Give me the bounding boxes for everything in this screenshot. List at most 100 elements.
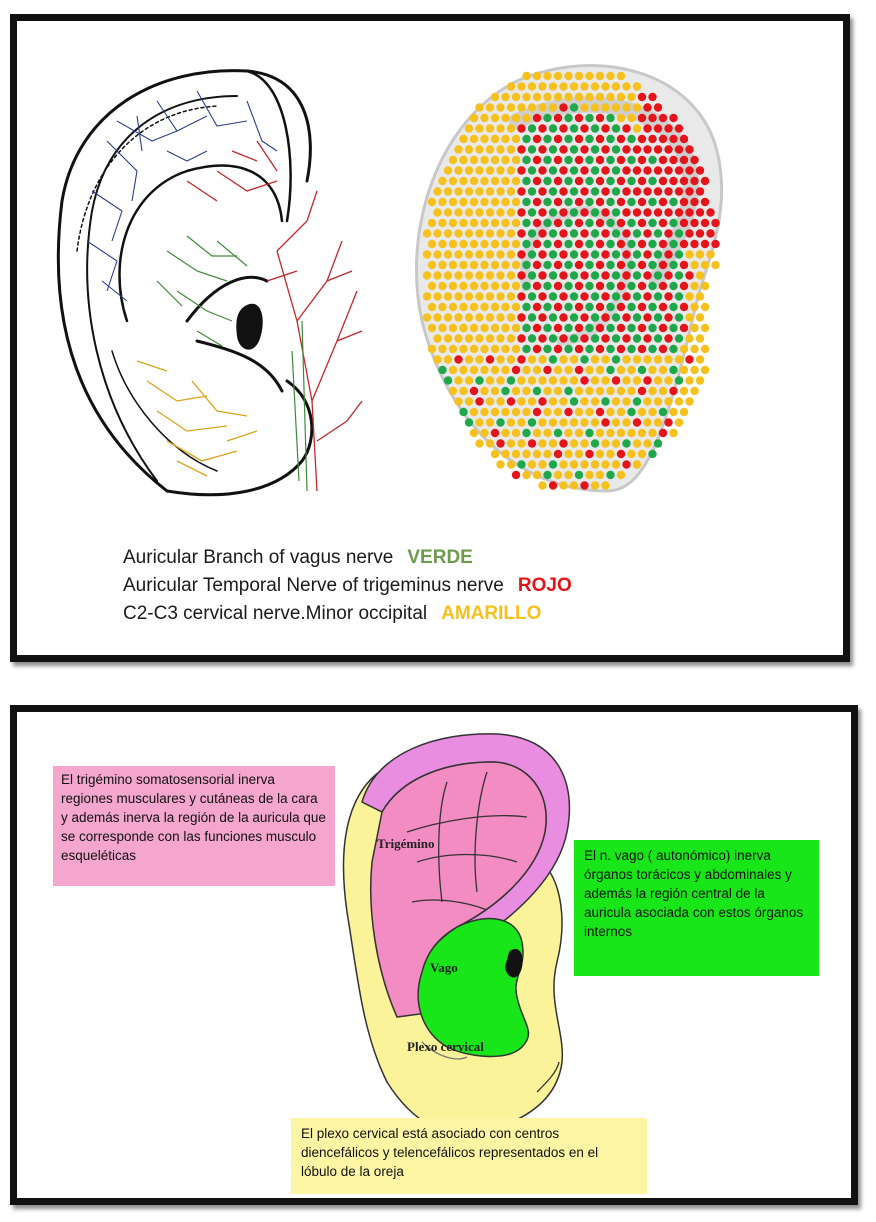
map-dot	[511, 365, 521, 375]
map-dot	[669, 176, 678, 186]
map-dot	[511, 407, 521, 417]
map-dot	[527, 208, 537, 217]
map-dot	[627, 239, 636, 249]
map-dot	[580, 145, 589, 154]
map-dot	[669, 323, 678, 333]
map-dot	[658, 239, 668, 249]
map-dot	[643, 103, 652, 112]
map-dot	[464, 376, 474, 385]
legend-cervical-text: C2-C3 cervical nerve.Minor occipital	[123, 603, 428, 624]
label-vago: Vago	[430, 960, 458, 975]
map-dot	[679, 302, 689, 312]
map-dot	[616, 155, 626, 165]
map-dot	[564, 92, 573, 102]
map-dot	[627, 260, 636, 270]
map-dot	[611, 334, 621, 343]
map-dot	[627, 365, 636, 375]
map-dot	[595, 407, 605, 417]
map-dot	[459, 134, 468, 144]
map-dot	[679, 197, 689, 207]
map-dot	[564, 239, 573, 249]
map-dot	[658, 176, 668, 186]
map-dot	[695, 187, 705, 196]
map-dot	[443, 229, 453, 238]
map-dot	[459, 365, 468, 375]
map-dot	[527, 82, 537, 91]
label-plexo-cervical: Plexo cervical	[407, 1039, 484, 1054]
map-dot	[580, 208, 589, 217]
map-dot	[632, 166, 642, 175]
map-dot	[580, 334, 589, 343]
map-dot	[532, 281, 542, 291]
map-dot	[480, 134, 489, 144]
map-dot	[611, 376, 621, 385]
map-dot	[511, 323, 521, 333]
map-dot	[448, 386, 458, 396]
map-dot	[464, 166, 474, 175]
map-dot	[580, 313, 589, 322]
map-dot	[695, 292, 705, 301]
map-dot	[454, 166, 463, 175]
map-dot	[538, 418, 547, 427]
map-dot	[700, 344, 710, 354]
map-dot	[543, 281, 552, 291]
map-dot	[606, 302, 615, 312]
map-dot	[564, 113, 573, 123]
map-dot	[422, 292, 432, 301]
map-dot	[490, 344, 500, 354]
map-dot	[669, 302, 678, 312]
map-dot	[669, 155, 678, 165]
map-dot	[648, 260, 657, 270]
legend-trigeminus: Auricular Temporal Nerve of trigeminus n…	[123, 575, 572, 597]
map-dot	[559, 187, 568, 196]
map-dot	[648, 344, 657, 354]
map-dot	[485, 334, 495, 343]
map-dot	[480, 428, 489, 438]
map-dot	[548, 271, 558, 280]
map-dot	[538, 187, 547, 196]
map-dot	[527, 397, 537, 406]
map-dot	[585, 113, 594, 123]
map-dot	[469, 407, 479, 417]
map-dot	[532, 470, 542, 480]
map-dot	[685, 250, 694, 259]
map-dot	[685, 292, 694, 301]
map-dot	[679, 260, 689, 270]
map-dot	[695, 334, 705, 343]
map-dot	[548, 397, 558, 406]
map-dot	[485, 229, 495, 238]
map-dot	[637, 449, 647, 459]
map-dot	[475, 166, 484, 175]
map-dot	[585, 428, 594, 438]
map-dot	[674, 145, 684, 154]
map-dot	[669, 218, 678, 228]
map-dot	[585, 92, 594, 102]
map-dot	[548, 292, 558, 301]
map-dot	[559, 313, 568, 322]
map-dot	[553, 134, 563, 144]
map-dot	[506, 313, 516, 322]
map-dot	[469, 197, 479, 207]
map-dot	[622, 250, 631, 259]
map-dot	[711, 218, 720, 228]
map-dot	[643, 397, 652, 406]
map-dot	[590, 271, 600, 280]
map-dot	[622, 166, 631, 175]
map-dot	[585, 155, 594, 165]
map-dot	[490, 449, 500, 459]
map-dot	[569, 82, 579, 91]
map-dot	[606, 92, 615, 102]
map-dot	[595, 71, 605, 81]
map-dot	[538, 208, 547, 217]
map-dot	[669, 386, 678, 396]
map-dot	[601, 208, 610, 217]
map-dot	[511, 218, 521, 228]
map-dot	[674, 124, 684, 133]
map-dot	[532, 113, 542, 123]
map-dot	[543, 386, 552, 396]
map-dot	[674, 355, 684, 364]
map-dot	[553, 449, 563, 459]
map-dot	[648, 197, 657, 207]
map-dot	[422, 250, 432, 259]
map-dot	[601, 145, 610, 154]
